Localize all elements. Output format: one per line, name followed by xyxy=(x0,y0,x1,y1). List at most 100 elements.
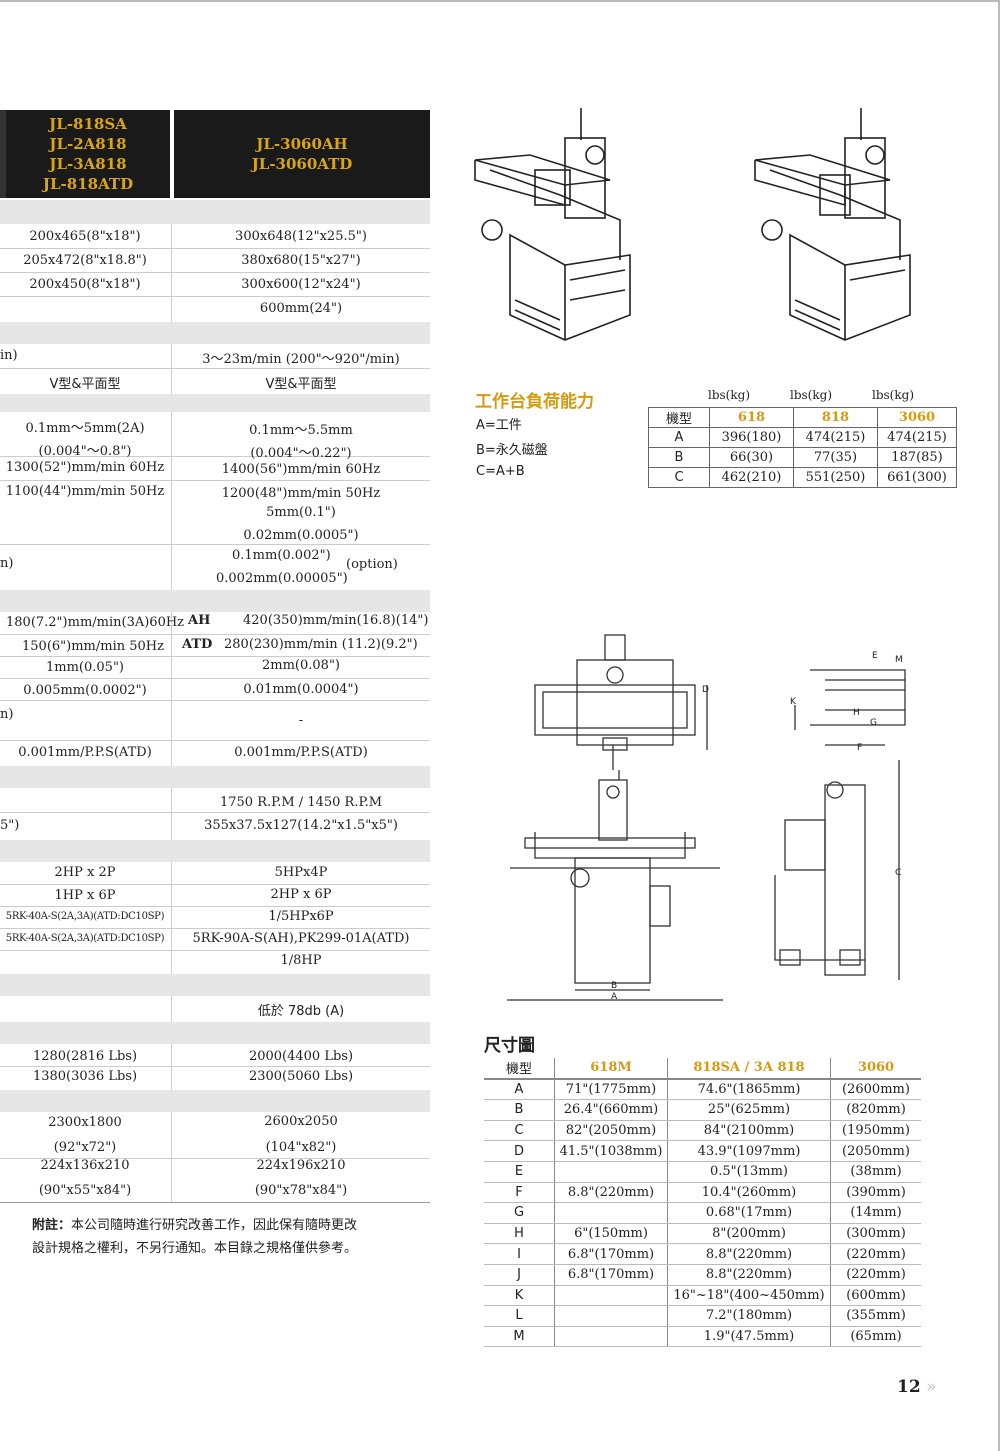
header-models-3060: JL-3060AH JL-3060ATD xyxy=(251,135,353,173)
label-d: D xyxy=(702,685,709,695)
cell: 0.1mm～5mm(2A) xyxy=(25,421,145,436)
legend-a: A=工件 xyxy=(476,418,522,433)
spec-table-header: JL-818SA JL-2A818 JL-3A818 JL-818ATD JL-… xyxy=(0,110,430,198)
cell: 224x136x210 xyxy=(40,1158,130,1173)
unit-label: lbs(kg) xyxy=(708,388,750,402)
label-c: C xyxy=(895,868,901,878)
label-g: G xyxy=(870,718,877,728)
cell: 180(7.2")mm/min(3A)60Hz xyxy=(6,615,185,630)
cell: 300x648(12"x25.5") xyxy=(235,229,367,244)
cell: 2HP x 2P xyxy=(54,865,116,880)
cell: 150(6")mm/min 50Hz xyxy=(22,639,164,654)
cell: 420(350)mm/min(16.8)(14") xyxy=(243,613,429,628)
label-h: H xyxy=(853,708,860,718)
label-b: B xyxy=(611,981,617,991)
section-band xyxy=(0,590,430,612)
cell: 380x680(15"x27") xyxy=(241,253,361,268)
footnote-line2: 設計規格之權利，不另行通知。本目錄之規格僅供參考。 xyxy=(32,1241,358,1256)
cell: 200x465(8"x18") xyxy=(29,229,141,244)
cell: 300x600(12"x24") xyxy=(241,277,361,292)
cell: 1/5HPx6P xyxy=(268,909,334,924)
cell: 280(230)mm/min (11.2)(9.2") xyxy=(224,637,418,652)
cell: 5") xyxy=(0,818,20,833)
cell: 2300x1800 xyxy=(48,1115,122,1130)
label-k: K xyxy=(790,697,797,707)
section-band xyxy=(0,974,430,996)
cell: 3～23m/min (200"～920"/min) xyxy=(202,352,400,367)
cell: (90"x55"x84") xyxy=(38,1183,132,1198)
section-band xyxy=(0,322,430,344)
cell: 低於 78db (A) xyxy=(257,1004,345,1019)
legend-b: B=永久磁盤 xyxy=(476,443,548,458)
footnote: 附註：本公司隨時進行研究改善工作，因此保有隨時更改 xyxy=(32,1218,358,1233)
cell: V型&平面型 xyxy=(49,377,121,392)
machine-drawing-left xyxy=(474,108,631,341)
machine-drawing-right xyxy=(754,108,911,341)
cell: (90"x78"x84") xyxy=(254,1183,348,1198)
cell: 1380(3036 Lbs) xyxy=(32,1069,138,1084)
cell: 2HP x 6P xyxy=(270,887,332,902)
label-m: M xyxy=(895,655,903,665)
cell: 5mm(0.1") xyxy=(266,505,336,520)
cell: 0.002mm(0.00005") xyxy=(216,571,348,586)
cell: 0.001mm/P.P.S(ATD) xyxy=(234,745,368,760)
tag-ah: AH xyxy=(188,613,211,628)
cell: (104"x82") xyxy=(265,1140,337,1155)
cell: 0.1mm～5.5mm xyxy=(249,423,353,438)
cell: 1/8HP xyxy=(280,953,322,968)
cell: (92"x72") xyxy=(53,1140,117,1155)
cell: 600mm(24") xyxy=(259,301,343,316)
cell: (0.004"～0.22") xyxy=(250,446,352,461)
cell: 2mm(0.08") xyxy=(262,658,340,673)
cell: (0.004"～0.8") xyxy=(38,444,132,459)
dimension-title: 尺寸圖 xyxy=(484,1036,535,1056)
cell: 5HPx4P xyxy=(274,865,328,880)
cell: 205x472(8"x18.8") xyxy=(23,253,147,268)
cell: in) xyxy=(0,348,18,363)
cell: 0.005mm(0.0002") xyxy=(23,683,147,698)
cell: 1300(52")mm/min 60Hz xyxy=(5,460,165,475)
section-band xyxy=(0,766,430,788)
cell: 5RK-90A-S(AH),PK299-01A(ATD) xyxy=(192,931,410,946)
cell: 2000(4400 Lbs) xyxy=(248,1049,354,1064)
section-band xyxy=(0,200,430,224)
unit-label: lbs(kg) xyxy=(790,388,832,402)
label-e: E xyxy=(872,651,878,661)
tag-atd: ATD xyxy=(182,637,213,652)
cell: 1mm(0.05") xyxy=(46,660,124,675)
section-band xyxy=(0,394,430,412)
cell: 200x450(8"x18") xyxy=(29,277,141,292)
load-capacity-title: 工作台負荷能力 xyxy=(475,392,594,412)
cell: 1280(2816 Lbs) xyxy=(32,1049,138,1064)
section-band xyxy=(0,840,430,862)
cell: 2600x2050 xyxy=(264,1114,338,1129)
cell: 0.1mm(0.002") xyxy=(232,548,331,563)
cell: 224x196x210 xyxy=(256,1158,346,1173)
cell: 1750 R.P.M / 1450 R.P.M xyxy=(219,795,383,810)
cell: V型&平面型 xyxy=(265,377,337,392)
option-note: (option) xyxy=(346,557,398,572)
cell: 1400(56")mm/min 60Hz xyxy=(221,462,381,477)
cell: 2300(5060 Lbs) xyxy=(248,1069,354,1084)
cell: 1200(48")mm/min 50Hz xyxy=(221,486,381,501)
section-band xyxy=(0,1090,430,1112)
page-number: 12 » xyxy=(897,1377,937,1397)
cell: 0.001mm/P.P.S(ATD) xyxy=(18,745,152,760)
cell: - xyxy=(298,713,304,728)
cell: 0.02mm(0.0005") xyxy=(243,528,359,543)
cell: 355x37.5x127(14.2"x1.5"x5") xyxy=(204,818,398,833)
cell: n) xyxy=(0,556,14,571)
cell: 1100(44")mm/min 50Hz xyxy=(5,484,165,499)
cell: 0.01mm(0.0004") xyxy=(243,682,359,697)
unit-label: lbs(kg) xyxy=(872,388,914,402)
label-a: A xyxy=(611,992,618,1002)
header-models-818: JL-818SA JL-2A818 JL-3A818 JL-818ATD xyxy=(0,110,170,198)
section-band xyxy=(0,1022,430,1044)
next-page-arrow-icon: » xyxy=(926,1377,937,1397)
cell: 1HP x 6P xyxy=(54,888,116,903)
legend-c: C=A+B xyxy=(476,464,525,479)
cell: 5RK-40A-S(2A,3A)(ATD:DC10SP) xyxy=(5,911,165,922)
